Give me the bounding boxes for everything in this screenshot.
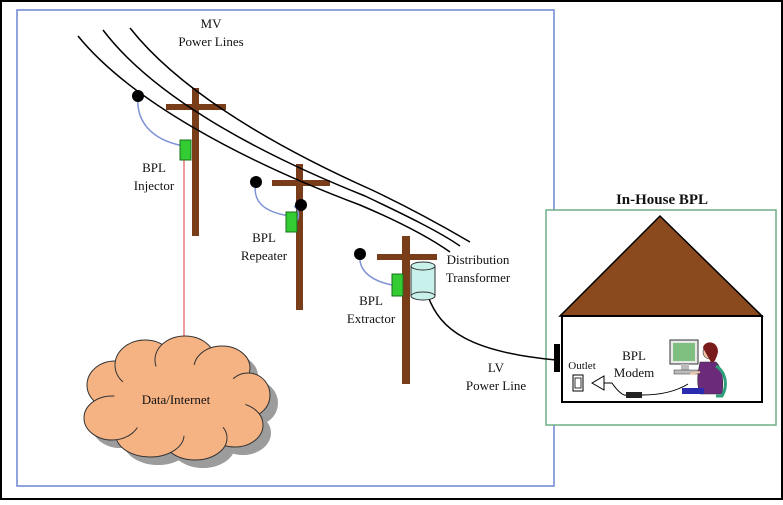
house bbox=[554, 214, 764, 403]
repeater-label-line1: BPL bbox=[252, 230, 276, 245]
injector-label-line1: BPL bbox=[142, 160, 166, 175]
data-internet-cloud bbox=[83, 335, 278, 468]
bpl-modem-device bbox=[626, 392, 642, 398]
cloud-label: Data/Internet bbox=[142, 392, 211, 407]
computer-user-icon bbox=[669, 339, 727, 398]
modem-label-line1: BPL bbox=[622, 348, 646, 363]
pole-injector bbox=[166, 88, 226, 236]
junction-dot bbox=[295, 199, 307, 211]
extractor-label-line2: Extractor bbox=[347, 311, 396, 326]
bpl-extractor-box bbox=[391, 273, 404, 297]
house-meter-entry bbox=[554, 344, 560, 372]
mv-label-line2: Power Lines bbox=[178, 34, 243, 49]
pole-extractor bbox=[377, 236, 437, 384]
outlet-icon bbox=[572, 374, 584, 392]
junction-dot bbox=[354, 248, 366, 260]
transformer-label-line2: Transformer bbox=[446, 270, 511, 285]
junction-dot bbox=[132, 90, 144, 102]
repeater-label-line2: Repeater bbox=[241, 248, 288, 263]
plug-icon bbox=[591, 375, 612, 391]
lv-power-line bbox=[427, 295, 557, 361]
extractor-label-line1: BPL bbox=[359, 293, 383, 308]
modem-label-line2: Modem bbox=[614, 365, 654, 380]
mv-power-lines bbox=[77, 27, 471, 253]
lv-label-line1: LV bbox=[488, 360, 505, 375]
distribution-transformer bbox=[410, 261, 436, 301]
house-title: In-House BPL bbox=[616, 192, 708, 208]
bpl-injector-box bbox=[179, 139, 192, 161]
junction-dot bbox=[250, 176, 262, 188]
injector-label-line2: Injector bbox=[134, 178, 175, 193]
mv-label-line1: MV bbox=[201, 16, 223, 31]
pole-repeater bbox=[272, 164, 330, 310]
outlet-label: Outlet bbox=[568, 360, 596, 372]
transformer-label-line1: Distribution bbox=[447, 252, 510, 267]
lv-label-line2: Power Line bbox=[466, 378, 527, 393]
house-wall bbox=[561, 315, 763, 403]
bpl-repeater-box bbox=[285, 211, 298, 233]
